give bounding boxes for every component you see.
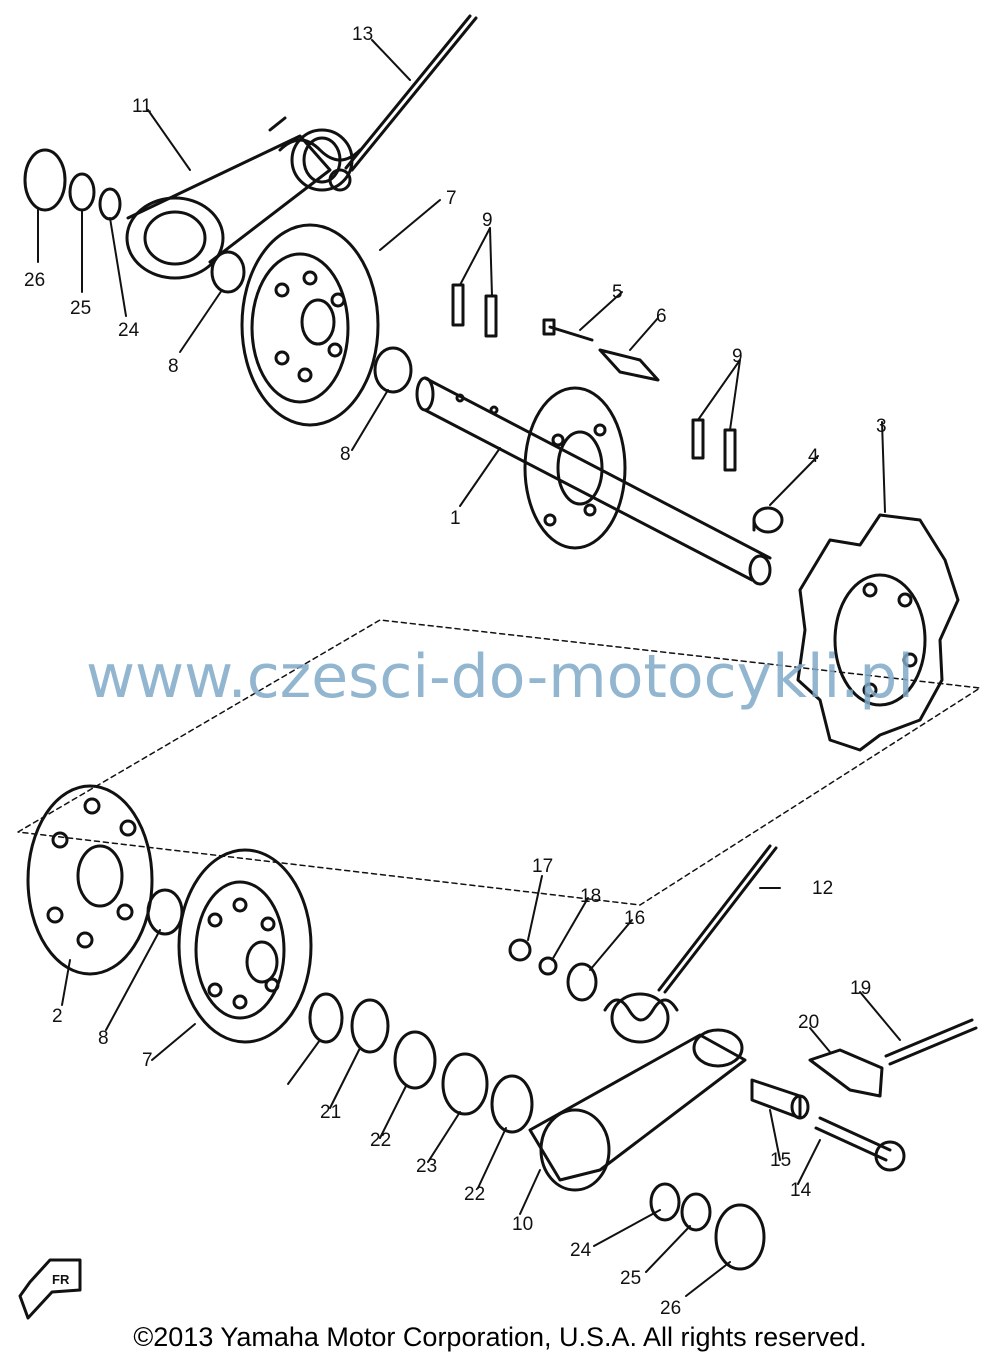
callout-9-upper: 9 xyxy=(482,210,493,231)
part-13-rod xyxy=(344,14,478,172)
copyright-notice: ©2013 Yamaha Motor Corporation, U.S.A. A… xyxy=(133,1322,867,1352)
part-24-washer-upper xyxy=(98,187,122,221)
callout-leader-lines xyxy=(37,39,901,1297)
part-3-drive-sprocket xyxy=(796,513,960,752)
callout-25-lower: 25 xyxy=(620,1268,641,1289)
callout-22-a: 22 xyxy=(370,1130,391,1151)
part-21-bearing xyxy=(350,998,390,1054)
part-17-nut xyxy=(508,938,532,962)
callout-3: 3 xyxy=(876,416,887,437)
part-11-tension-arm xyxy=(125,116,362,280)
part-20-bracket xyxy=(808,1048,884,1098)
callout-25-upper: 25 xyxy=(70,298,91,319)
callout-numbers: 1 2 3 4 5 6 7 7 8 8 8 9 9 10 11 12 13 14… xyxy=(24,24,887,1319)
assembly-guide-box xyxy=(17,619,981,906)
part-22-circlip-b xyxy=(490,1074,534,1134)
callout-10: 10 xyxy=(512,1214,533,1235)
callout-2: 2 xyxy=(52,1006,63,1027)
part-8-washer-b xyxy=(373,346,413,394)
part-9-pin-a xyxy=(451,283,465,327)
part-6-spacer-lower xyxy=(308,992,344,1044)
part-19-bolt xyxy=(884,1018,978,1066)
part-8-washer-lower xyxy=(146,888,184,936)
watermark-url: www.czesci-do-motocykli.pl xyxy=(85,642,915,712)
part-5-bolt xyxy=(542,318,594,342)
callout-1: 1 xyxy=(450,508,461,529)
part-18-washer xyxy=(538,956,558,976)
part-10-arm-lower xyxy=(528,1028,747,1192)
part-1-axle-shaft xyxy=(415,376,772,586)
part-7-wheel-lower xyxy=(177,848,313,1044)
callout-21: 21 xyxy=(320,1102,341,1123)
callout-19: 19 xyxy=(850,978,871,999)
part-14-bolt xyxy=(814,1116,906,1172)
callout-14: 14 xyxy=(790,1180,812,1201)
callout-5: 5 xyxy=(612,282,623,303)
part-25-nut-upper xyxy=(68,172,96,212)
callout-12: 12 xyxy=(812,878,833,899)
part-22-circlip-a xyxy=(393,1030,437,1090)
part-2-hub-plate xyxy=(26,784,154,976)
callout-11: 11 xyxy=(132,96,152,117)
part-26-cap-lower xyxy=(714,1203,766,1271)
callout-9-right: 9 xyxy=(732,346,743,367)
part-15-collar xyxy=(750,1078,810,1120)
part-4-collar xyxy=(752,506,784,534)
callout-24-upper: 24 xyxy=(118,320,140,341)
callout-6: 6 xyxy=(656,306,667,327)
part-12-rod xyxy=(657,844,778,994)
front-direction-arrow xyxy=(18,1258,82,1320)
part-8-washer-a xyxy=(210,250,246,294)
callout-24-lower: 24 xyxy=(570,1240,592,1261)
part-6-bracket xyxy=(598,348,660,382)
callout-15: 15 xyxy=(770,1150,791,1171)
callout-16: 16 xyxy=(624,908,645,929)
part-7-wheel-upper xyxy=(240,223,380,427)
part-16-spring xyxy=(566,962,679,1044)
callout-8-lower: 8 xyxy=(98,1028,109,1049)
callout-8-upper-b: 8 xyxy=(340,444,351,465)
callout-13: 13 xyxy=(352,24,373,45)
callout-17: 17 xyxy=(532,856,553,877)
callout-23: 23 xyxy=(416,1156,437,1177)
part-23-bearing xyxy=(441,1052,489,1116)
part-sprocket-disc xyxy=(523,386,627,550)
part-25-nut-lower xyxy=(680,1192,712,1232)
callout-4: 4 xyxy=(808,446,819,467)
callout-7-lower: 7 xyxy=(142,1050,153,1071)
part-9-pin-c xyxy=(691,418,705,460)
callout-7-upper: 7 xyxy=(446,188,457,209)
part-24-washer-lower xyxy=(649,1182,681,1222)
callout-20: 20 xyxy=(798,1012,819,1033)
callout-18: 18 xyxy=(580,886,601,907)
callout-26-upper: 26 xyxy=(24,270,45,291)
callout-22-b: 22 xyxy=(464,1184,485,1205)
callout-8-upper-a: 8 xyxy=(168,356,179,377)
front-arrow-label: FR xyxy=(52,1272,70,1287)
callout-26-lower: 26 xyxy=(660,1298,681,1319)
part-26-cap-upper xyxy=(23,148,67,212)
part-9-pin-d xyxy=(723,428,737,472)
part-9-pin-b xyxy=(484,294,498,338)
